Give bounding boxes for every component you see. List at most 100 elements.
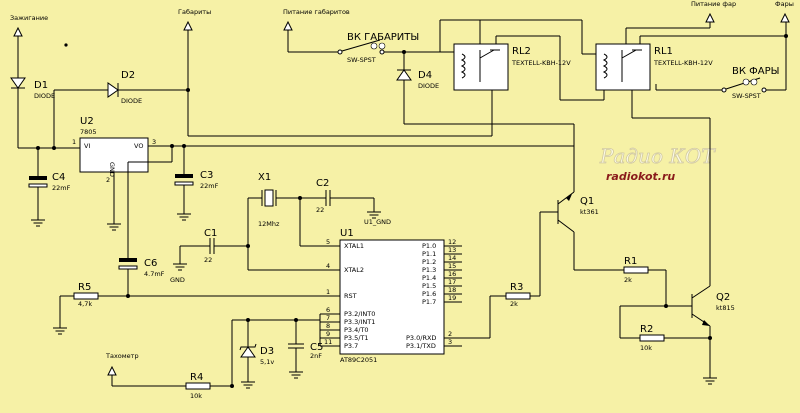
svg-text:C3: C3: [200, 170, 213, 181]
zener-d3: D3 5,1v: [239, 320, 274, 389]
svg-text:R5: R5: [78, 282, 91, 293]
svg-text:SW-SPST: SW-SPST: [732, 92, 761, 100]
svg-text:P3.3/INT1: P3.3/INT1: [344, 318, 375, 326]
capacitor-c4: C4 22mF: [28, 148, 71, 227]
terminal-tachometer: Тахометр: [105, 352, 139, 376]
svg-text:P3.1/TXD: P3.1/TXD: [406, 342, 436, 350]
svg-text:RL2: RL2: [512, 46, 531, 57]
diode-d4: D4 DIODE: [396, 52, 439, 124]
svg-text:R1: R1: [624, 256, 637, 267]
terminal-pitanie-far: Питание фар: [691, 0, 736, 23]
switch-vk-fary: ВК ФАРЫ SW-SPST: [721, 66, 779, 100]
svg-text:VI: VI: [84, 142, 90, 150]
svg-text:P3.4/T0: P3.4/T0: [344, 326, 369, 334]
svg-text:P1.7: P1.7: [422, 298, 436, 306]
svg-text:D1: D1: [34, 80, 48, 91]
svg-text:12Mhz: 12Mhz: [258, 220, 280, 228]
svg-text:P1.3: P1.3: [422, 266, 436, 274]
svg-text:SW-SPST: SW-SPST: [347, 56, 376, 64]
svg-text:C4: C4: [52, 172, 65, 183]
svg-text:18: 18: [448, 286, 456, 294]
svg-text:1: 1: [326, 288, 330, 296]
terminal-fary: Фары: [775, 0, 794, 23]
svg-text:2: 2: [448, 330, 452, 338]
svg-text:ВК ФАРЫ: ВК ФАРЫ: [732, 66, 779, 77]
svg-text:P3.7: P3.7: [344, 342, 358, 350]
relay-rl1: RL1 TEXTELL-KBH-12V: [595, 43, 713, 91]
svg-text:kt815: kt815: [716, 304, 735, 312]
regulator-u2: U2 7805 VI VO GND 1 3 2: [72, 116, 156, 184]
svg-text:Габариты: Габариты: [178, 8, 211, 16]
svg-text:9: 9: [326, 330, 330, 338]
svg-text:VO: VO: [134, 142, 143, 150]
resistor-r4: R4 10k: [185, 372, 211, 400]
capacitor-c5: C5 2nF: [288, 320, 323, 379]
svg-text:C1: C1: [204, 228, 217, 239]
terminal-ignition: Зажигание: [10, 14, 48, 78]
capacitor-c6: C6 4.7mF: [118, 258, 165, 278]
svg-text:P3.5/T1: P3.5/T1: [344, 334, 369, 342]
svg-text:11: 11: [324, 338, 332, 346]
watermark-title: Радио КОТ: [599, 144, 716, 168]
svg-text:RL1: RL1: [654, 46, 673, 57]
gnd-label: GND: [170, 276, 185, 284]
svg-text:C2: C2: [316, 178, 329, 189]
mcu-u1: U1 AT89C2051 5 XTAL1 4 XTAL2 1 RST 6 P3.…: [320, 228, 462, 364]
svg-text:3: 3: [448, 338, 452, 346]
svg-text:4: 4: [326, 262, 330, 270]
svg-text:kt361: kt361: [580, 208, 599, 216]
svg-text:P1.2: P1.2: [422, 258, 436, 266]
terminal-gabarity: Габариты: [178, 8, 211, 31]
svg-text:P3.0/RXD: P3.0/RXD: [406, 334, 436, 342]
svg-text:1: 1: [72, 138, 76, 146]
svg-text:7805: 7805: [80, 128, 97, 136]
svg-text:Фары: Фары: [775, 0, 794, 8]
capacitor-c3: C3 22mF: [174, 146, 219, 221]
svg-text:16: 16: [448, 270, 456, 278]
svg-text:5,1v: 5,1v: [260, 358, 274, 366]
diode-d1: D1 DIODE: [10, 77, 55, 100]
svg-text:P3.2/INT0: P3.2/INT0: [344, 310, 375, 318]
capacitor-c2: C2 22: [316, 178, 331, 214]
svg-text:6: 6: [326, 306, 330, 314]
svg-text:R2: R2: [640, 324, 653, 335]
svg-text:P1.5: P1.5: [422, 282, 436, 290]
svg-text:P1.6: P1.6: [422, 290, 436, 298]
svg-text:14: 14: [448, 254, 456, 262]
svg-text:2nF: 2nF: [310, 352, 322, 360]
svg-text:C6: C6: [144, 258, 157, 269]
svg-text:D2: D2: [121, 70, 135, 81]
svg-text:8: 8: [326, 322, 330, 330]
svg-text:TEXTELL-KBH-12V: TEXTELL-KBH-12V: [653, 59, 713, 67]
svg-text:4.7mF: 4.7mF: [144, 270, 165, 278]
transistor-q1: Q1 kt361: [557, 191, 599, 233]
svg-text:Питание фар: Питание фар: [691, 0, 736, 8]
diode-d2: D2 DIODE: [107, 70, 142, 105]
svg-text:22mF: 22mF: [52, 184, 71, 192]
svg-text:7: 7: [326, 314, 330, 322]
svg-text:DIODE: DIODE: [121, 97, 142, 105]
svg-text:XTAL2: XTAL2: [344, 266, 364, 274]
svg-text:C5: C5: [310, 342, 323, 353]
svg-text:XTAL1: XTAL1: [344, 242, 364, 250]
crystal-x1: X1 12Mhz: [258, 172, 280, 228]
svg-text:Q2: Q2: [716, 292, 730, 303]
svg-text:10k: 10k: [190, 392, 202, 400]
svg-text:5: 5: [326, 238, 330, 246]
svg-text:DIODE: DIODE: [418, 82, 439, 90]
svg-text:R4: R4: [190, 372, 203, 383]
svg-text:D3: D3: [260, 346, 274, 357]
resistor-r2: R2 10k: [639, 324, 665, 352]
svg-text:2: 2: [106, 176, 110, 184]
svg-text:13: 13: [448, 246, 456, 254]
svg-text:2k: 2k: [624, 276, 632, 284]
svg-text:17: 17: [448, 278, 456, 286]
svg-text:19: 19: [448, 294, 456, 302]
svg-text:3: 3: [152, 138, 156, 146]
svg-text:P1.0: P1.0: [422, 242, 436, 250]
svg-text:22mF: 22mF: [200, 182, 219, 190]
svg-text:10k: 10k: [640, 344, 652, 352]
terminal-pitanie-gabaritov: Питание габаритов: [283, 8, 350, 31]
resistor-r1: R1 2k: [623, 256, 649, 284]
